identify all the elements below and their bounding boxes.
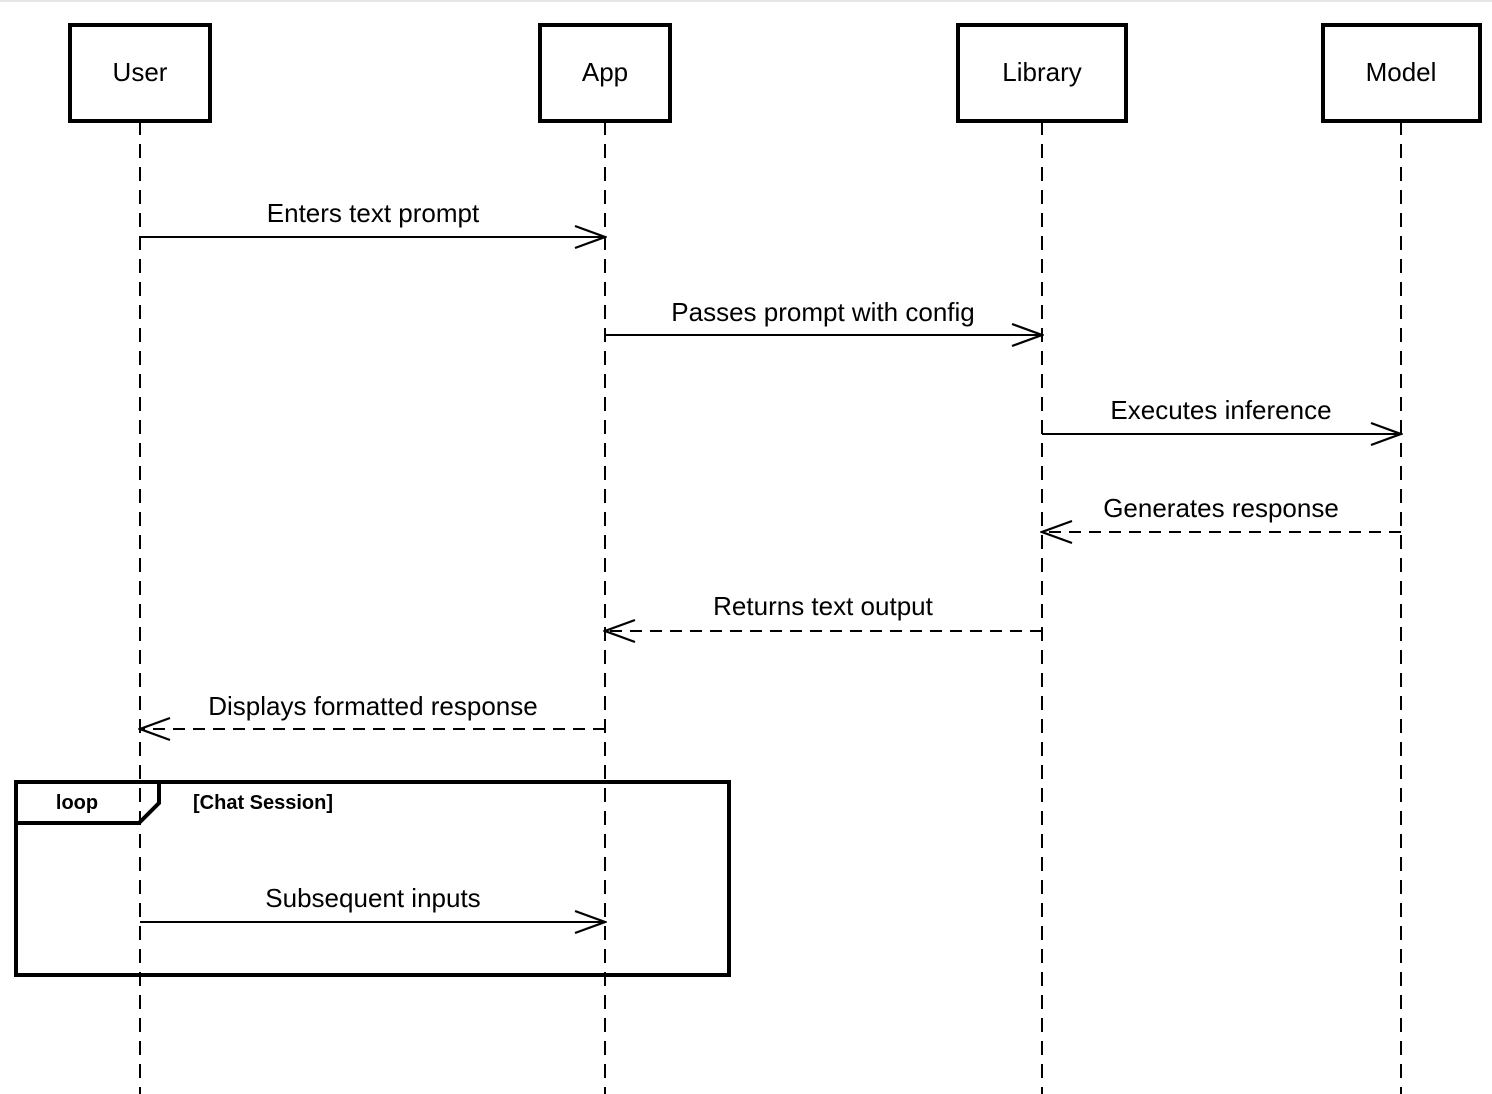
participant-label: App	[582, 57, 628, 87]
message-generates-response[interactable]: Generates response	[1042, 493, 1401, 532]
participant-label: User	[113, 57, 168, 87]
participant-library[interactable]: Library	[956, 23, 1128, 123]
message-enters-text-prompt[interactable]: Enters text prompt	[140, 198, 605, 237]
message-label: Executes inference	[1110, 395, 1331, 425]
message-displays-formatted-response[interactable]: Displays formatted response	[140, 691, 605, 729]
loop-operator-label: loop	[56, 792, 98, 814]
participant-label: Library	[1002, 57, 1081, 87]
participant-box	[538, 23, 672, 123]
loop-guard-label: [Chat Session]	[193, 792, 333, 814]
message-label: Returns text output	[713, 591, 933, 621]
message-label: Displays formatted response	[208, 691, 537, 721]
message-label: Enters text prompt	[267, 198, 480, 228]
participant-box	[1321, 23, 1482, 123]
message-returns-text-output[interactable]: Returns text output	[605, 591, 1042, 631]
top-border	[0, 0, 1492, 2]
message-passes-prompt-with-config[interactable]: Passes prompt with config	[605, 297, 1042, 335]
loop-frame[interactable]: loop [Chat Session]	[14, 780, 731, 977]
participant-model[interactable]: Model	[1321, 23, 1482, 123]
message-subsequent-inputs[interactable]: Subsequent inputs	[140, 883, 605, 922]
participant-label: Model	[1366, 57, 1437, 87]
message-label: Passes prompt with config	[671, 297, 974, 327]
participant-user[interactable]: User	[68, 23, 212, 123]
message-executes-inference[interactable]: Executes inference	[1042, 395, 1401, 434]
message-label: Generates response	[1103, 493, 1339, 523]
participant-app[interactable]: App	[538, 23, 672, 123]
participant-box	[956, 23, 1128, 123]
message-label: Subsequent inputs	[265, 883, 480, 913]
loop-frame-border	[14, 780, 731, 977]
participant-box	[68, 23, 212, 123]
loop-operator-tab	[16, 782, 161, 825]
